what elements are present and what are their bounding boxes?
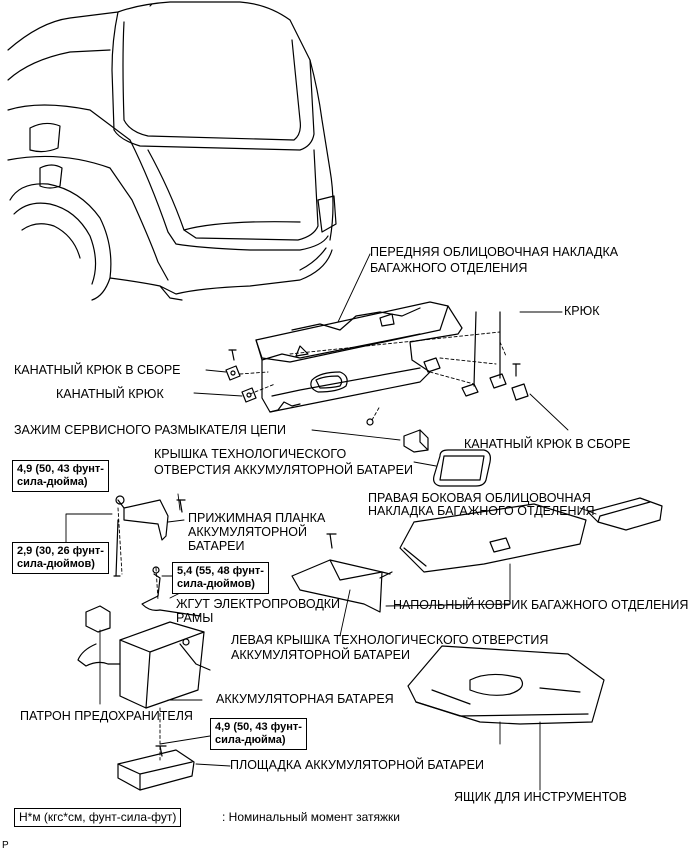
battery-part: [119, 621, 211, 709]
torque-box-frame-wire-line1: 5,4 (55, 48 фунт-: [177, 565, 264, 577]
torque-box-clamp-nut-line1: 2,9 (30, 26 фунт-: [17, 545, 104, 557]
floor-mat-label: НАПОЛЬНЫЙ КОВРИК БАГАЖНОГО ОТДЕЛЕНИЯ: [393, 598, 689, 612]
battery-clamp-plate-part: [113, 495, 186, 577]
rope-hook-assy-left-label: КАНАТНЫЙ КРЮК В СБОРЕ: [14, 363, 181, 377]
torque-unit-legend-box: Н*м (кгс*см, фунт-сила-фут): [14, 808, 182, 827]
torque-box-clamp-nut: 2,9 (30, 26 фунт- сила-дюймов): [12, 542, 109, 574]
rope-hook-part: [241, 387, 257, 403]
front-trim-illustration: [255, 301, 463, 413]
battery-label: АККУМУЛЯТОРНАЯ БАТАРЕЯ: [216, 692, 394, 706]
corner-mark: P: [2, 840, 9, 851]
left-hole-cover-label-line2: АККУМУЛЯТОРНОЙ БАТАРЕИ: [231, 648, 410, 662]
left-hole-cover-label-line1: ЛЕВАЯ КРЫШКА ТЕХНОЛОГИЧЕСКОГО ОТВЕРСТИЯ: [231, 633, 549, 647]
clamp-plate-label-line2: АККУМУЛЯТОРНОЙ: [188, 525, 308, 539]
rope-hook-label: КАНАТНЫЙ КРЮК: [56, 387, 164, 401]
left-hole-cover-part: [291, 533, 393, 613]
hook-parts: [461, 311, 529, 401]
tool-box-label: ЯЩИК ДЛЯ ИНСТРУМЕНТОВ: [454, 790, 627, 804]
torque-box-battery-tray: 4,9 (50, 43 фунт- сила-дюйма): [210, 718, 307, 750]
torque-box-frame-wire: 5,4 (55, 48 фунт- сила-дюймов): [172, 562, 269, 594]
frame-wire-label-line1: ЖГУТ ЭЛЕКТРОПРОВОДКИ: [176, 597, 341, 611]
battery-hole-cover-label-line1: КРЫШКА ТЕХНОЛОГИЧЕСКОГО: [154, 447, 347, 461]
clamp-plate-label-line3: БАТАРЕИ: [188, 539, 245, 553]
car-rear-illustration: [7, 1, 337, 301]
torque-box-clamp-bolt-line2: сила-дюйма): [17, 476, 88, 488]
battery-hole-cover-part: [433, 449, 491, 487]
frame-wire-part: [141, 566, 201, 617]
frame-wire-label-line2: РАМЫ: [176, 611, 214, 625]
torque-box-clamp-nut-line2: сила-дюймов): [17, 558, 95, 570]
torque-box-battery-tray-line1: 4,9 (50, 43 фунт-: [215, 721, 302, 733]
torque-legend-description: : Номинальный момент затяжки: [222, 810, 400, 824]
right-side-trim-label-line1: ПРАВАЯ БОКОВАЯ ОБЛИЦОВОЧНАЯ: [368, 491, 591, 505]
fuse-holder-part: [77, 605, 121, 667]
battery-tray-part: [117, 745, 195, 791]
front-trim-label-line2: БАГАЖНОГО ОТДЕЛЕНИЯ: [370, 261, 528, 275]
front-trim-label-line1: ПЕРЕДНЯЯ ОБЛИЦОВОЧНАЯ НАКЛАДКА: [370, 245, 619, 259]
fuse-holder-label: ПАТРОН ПРЕДОХРАНИТЕЛЯ: [20, 709, 193, 723]
battery-tray-label: ПЛОЩАДКА АККУМУЛЯТОРНОЙ БАТАРЕИ: [230, 758, 484, 772]
leader-lines: [65, 253, 597, 791]
battery-hole-cover-label-line2: ОТВЕРСТИЯ АККУМУЛЯТОРНОЙ БАТАРЕИ: [154, 463, 413, 477]
service-plug-clamp-part: [366, 418, 429, 453]
right-side-trim-part: [587, 497, 663, 531]
hook-label: КРЮК: [564, 304, 600, 318]
torque-box-frame-wire-line2: сила-дюймов): [177, 578, 255, 590]
rope-hook-assy-right-label: КАНАТНЫЙ КРЮК В СБОРЕ: [464, 437, 631, 451]
clamp-plate-label-line1: ПРИЖИМНАЯ ПЛАНКА: [188, 511, 326, 525]
torque-box-clamp-bolt-line1: 4,9 (50, 43 фунт-: [17, 463, 104, 475]
rope-hook-assy-left-part: [225, 349, 241, 381]
torque-box-battery-tray-line2: сила-дюйма): [215, 734, 286, 746]
right-side-trim-label-line2: НАКЛАДКА БАГАЖНОГО ОТДЕЛЕНИЯ: [368, 504, 595, 518]
torque-box-clamp-bolt: 4,9 (50, 43 фунт- сила-дюйма): [12, 460, 109, 492]
service-plug-clamp-label: ЗАЖИМ СЕРВИСНОГО РАЗМЫКАТЕЛЯ ЦЕПИ: [14, 423, 286, 437]
floor-mat-part: [399, 503, 587, 573]
tool-box-part: [407, 645, 605, 725]
